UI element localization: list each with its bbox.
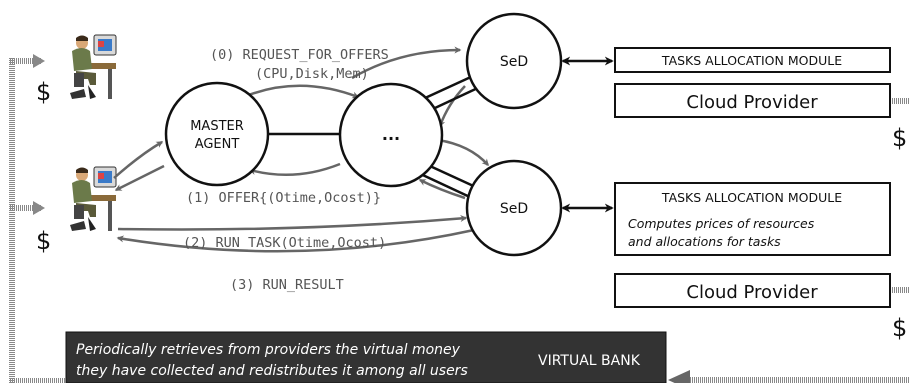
arrow-run-result (116, 228, 475, 253)
money-line-left-vertical (9, 58, 15, 383)
arrow-master-to-middle (245, 84, 360, 99)
bottom-cloud-provider: Cloud Provider (614, 273, 891, 308)
money-line-provider-bottom (892, 287, 909, 293)
master-agent-label-line2: AGENT (195, 137, 240, 152)
virtual-bank: Periodically retrieves from providers th… (65, 331, 667, 383)
message-request-resources: (CPU,Disk,Mem) (255, 66, 369, 82)
arrow-middle-to-sed-bottom (437, 138, 489, 167)
money-arrow-bottom-user (33, 201, 45, 215)
money-symbol-top-user: $ (36, 78, 51, 106)
sed-top-label: SeD (500, 54, 528, 70)
bottom-allocation-module-label: TASKS ALLOCATION MODULE (661, 190, 842, 205)
bottom-allocation-module: TASKS ALLOCATION MODULE Computes prices … (614, 182, 891, 256)
top-allocation-module: TASKS ALLOCATION MODULE (614, 47, 891, 73)
master-agent-label-line1: MASTER (190, 119, 244, 134)
arrow-master-to-user (114, 164, 165, 192)
virtual-bank-desc-line1: Periodically retrieves from providers th… (76, 342, 461, 358)
money-symbol-bottom-provider: $ (892, 314, 907, 342)
money-arrow-to-bank (668, 370, 690, 383)
message-run-task: (2) RUN_TASK(Otime,Ocost) (183, 235, 386, 251)
user-top-icon (70, 34, 117, 99)
money-symbol-bottom-user: $ (36, 227, 51, 255)
communication-arrows (113, 46, 489, 253)
virtual-bank-desc-line2: they have collected and redistributes it… (76, 363, 468, 379)
money-arrow-top-user (33, 54, 45, 68)
top-cloud-provider: Cloud Provider (614, 83, 891, 118)
money-line-bank-right (690, 377, 909, 383)
top-cloud-provider-label: Cloud Provider (686, 92, 818, 113)
money-line-bank-left (9, 378, 66, 383)
user-bottom-icon (70, 166, 117, 231)
arrow-sed-top-to-middle (438, 85, 466, 128)
bottom-allocation-desc-line2: and allocations for tasks (628, 234, 781, 249)
arrow-sed-bottom-to-middle (418, 178, 466, 200)
sed-bottom-node: SeD (465, 159, 563, 257)
middle-agent-node: ... (338, 82, 444, 188)
virtual-bank-label: VIRTUAL BANK (538, 353, 641, 369)
top-allocation-module-label: TASKS ALLOCATION MODULE (661, 53, 842, 68)
sed-bottom-label: SeD (500, 201, 528, 217)
money-line-bottom-user (9, 205, 42, 211)
money-symbol-top-provider: $ (892, 124, 907, 152)
bottom-allocation-desc-line1: Computes prices of resources (628, 216, 815, 231)
message-run-result: (3) RUN_RESULT (230, 277, 344, 293)
master-agent-node: MASTER AGENT (164, 81, 270, 187)
bottom-cloud-provider-label: Cloud Provider (686, 282, 818, 303)
money-line-provider-top (892, 98, 909, 104)
middle-agent-label: ... (382, 125, 400, 144)
sed-top-node: SeD (465, 12, 563, 110)
money-flow-lines (9, 54, 909, 383)
message-request-for-offers: (0) REQUEST_FOR_OFFERS (210, 47, 389, 63)
arrow-run-task (117, 214, 468, 231)
message-offer: (1) OFFER{(Otime,Ocost)} (186, 190, 381, 206)
arrow-middle-to-sed-top (351, 46, 462, 80)
arrow-middle-to-master (248, 162, 341, 177)
money-line-top-user (9, 58, 42, 64)
arrow-user-to-master (113, 140, 164, 179)
